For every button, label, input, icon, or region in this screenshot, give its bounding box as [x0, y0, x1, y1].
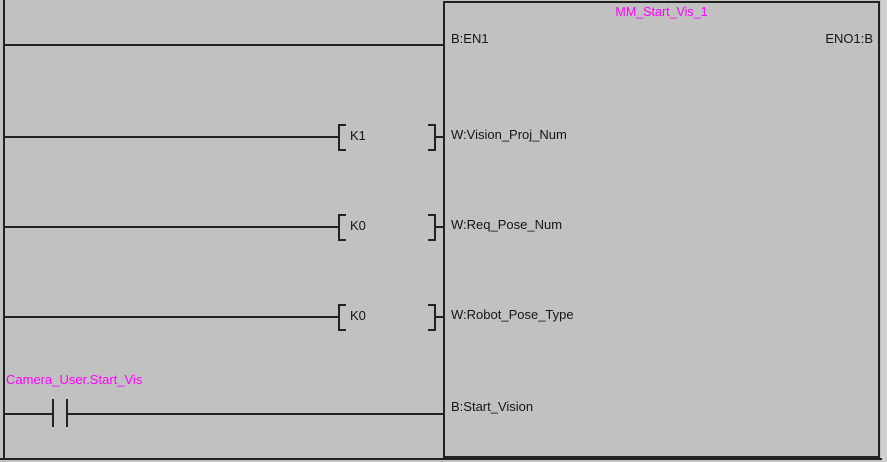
contact-device-label[interactable]: Camera_User.Start_Vis: [6, 372, 143, 387]
fb-pin-en: B:EN1: [451, 31, 489, 46]
fb-pin-robot-pose-type: W:Robot_Pose_Type: [451, 307, 574, 322]
operand-open-bracket-icon: [338, 304, 346, 331]
constant-operand-k0-req-pose[interactable]: K0: [350, 218, 366, 233]
operand-close-bracket-icon: [428, 124, 436, 151]
function-block[interactable]: [443, 1, 880, 458]
function-block-instance-name[interactable]: MM_Start_Vis_1: [615, 5, 708, 19]
operand-stub-wire: [436, 136, 443, 138]
rung-wire-robot-pose-type: [5, 316, 338, 318]
operand-close-bracket-icon: [428, 304, 436, 331]
bottom-rung-divider: [0, 458, 882, 460]
rung-wire-req-pose-num: [5, 226, 338, 228]
operand-close-bracket-icon: [428, 214, 436, 241]
fb-pin-vision-proj-num: W:Vision_Proj_Num: [451, 127, 567, 142]
rung-wire-contact-left: [5, 413, 52, 415]
operand-stub-wire: [436, 226, 443, 228]
constant-operand-k0-robot-pose[interactable]: K0: [350, 308, 366, 323]
rung-wire-vision-proj-num: [5, 136, 338, 138]
fb-pin-start-vision: B:Start_Vision: [451, 399, 534, 414]
fb-pin-eno: ENO1:B: [825, 31, 873, 46]
contact-bar-right-icon: [66, 399, 68, 427]
fb-pin-req-pose-num: W:Req_Pose_Num: [451, 217, 563, 232]
rung-wire-en: [5, 44, 443, 46]
constant-operand-k1[interactable]: K1: [350, 128, 366, 143]
contact-bar-left-icon: [52, 399, 54, 427]
left-power-rail: [3, 0, 5, 460]
rung-wire-contact-right: [68, 413, 443, 415]
editor-right-margin: [881, 0, 887, 462]
operand-open-bracket-icon: [338, 214, 346, 241]
operand-stub-wire: [436, 316, 443, 318]
operand-open-bracket-icon: [338, 124, 346, 151]
